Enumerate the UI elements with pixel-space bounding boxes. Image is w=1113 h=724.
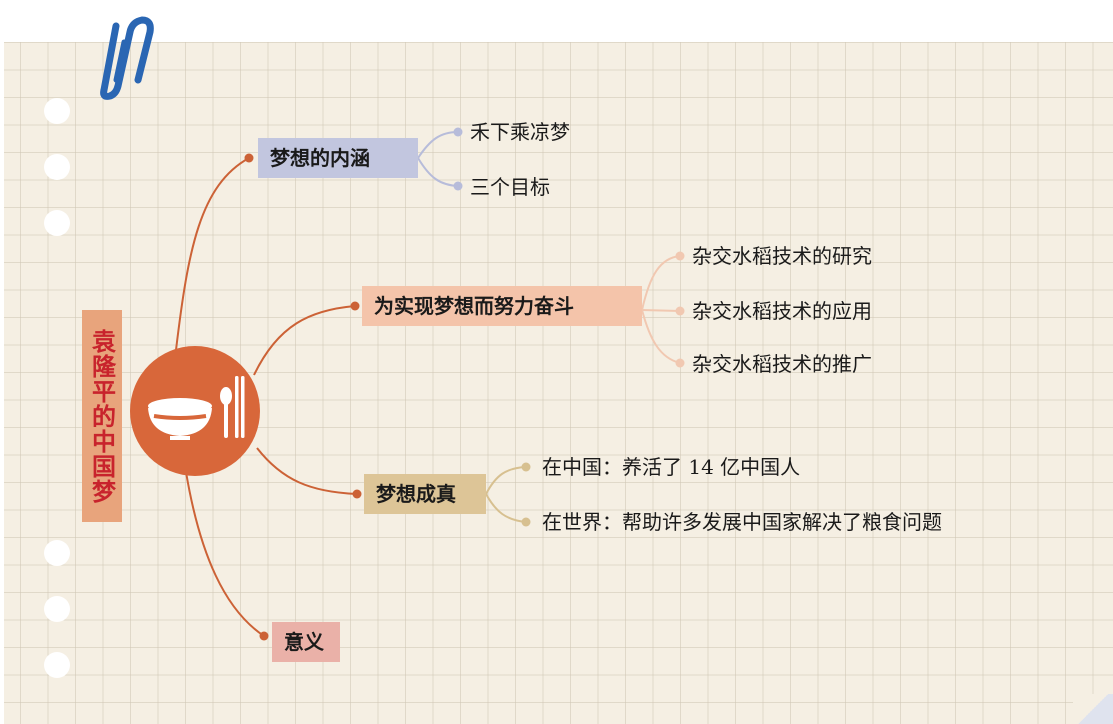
binder-hole — [44, 596, 70, 622]
map-title: 袁隆平的中国梦 — [87, 328, 116, 504]
leaf-node[interactable]: 杂交水稻技术的推广 — [692, 352, 872, 376]
paperclip-icon — [100, 16, 154, 100]
leaf-node[interactable]: 三个目标 — [470, 175, 550, 199]
binder-hole — [44, 154, 70, 180]
branch-dream-connotation[interactable]: 梦想的内涵 — [258, 138, 418, 178]
binder-hole — [44, 210, 70, 236]
branch-striving-for-dream[interactable]: 为实现梦想而努力奋斗 — [362, 286, 642, 326]
branch-significance[interactable]: 意义 — [272, 622, 340, 662]
binder-hole — [44, 540, 70, 566]
leaf-node[interactable]: 杂交水稻技术的应用 — [692, 299, 872, 323]
grid-paper — [4, 42, 1113, 724]
bowl-spoon-chopsticks-icon — [148, 376, 245, 440]
title-box: 袁隆平的中国梦 — [82, 310, 122, 522]
central-node — [130, 346, 260, 476]
leaf-node[interactable]: 在中国：养活了 14 亿中国人 — [542, 455, 801, 479]
leaf-node[interactable]: 禾下乘凉梦 — [470, 120, 570, 144]
page-curl — [1073, 694, 1113, 724]
leaf-node[interactable]: 在世界：帮助许多发展中国家解决了粮食问题 — [542, 510, 942, 534]
leaf-node[interactable]: 杂交水稻技术的研究 — [692, 244, 872, 268]
branch-dream-come-true[interactable]: 梦想成真 — [364, 474, 486, 514]
binder-hole — [44, 652, 70, 678]
binder-hole — [44, 98, 70, 124]
